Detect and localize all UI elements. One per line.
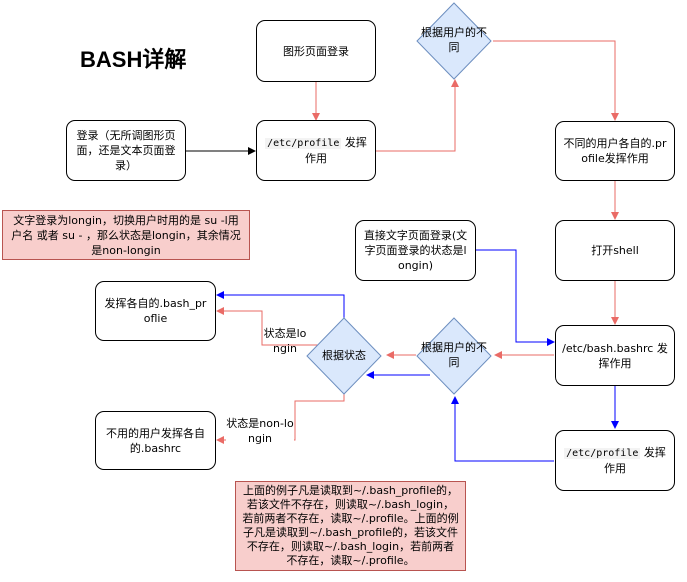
edge-label-longin-text: 状态是longin (263, 327, 307, 355)
page-title: BASH详解 (80, 47, 187, 72)
direct-text-login-node: 直接文字页面登录(文字页面登录的状态是longin) (355, 220, 476, 281)
etc-profile-node-bottom: /etc/profile 发挥作用 (555, 430, 675, 491)
edge-direct-to-bashrc (476, 249, 555, 346)
bashrc-per-user-node: 不用的用户发挥各自的.bashrc (95, 411, 216, 470)
profile-read-order-note: 上面的例子凡是读取到~/.bash_profile的，若该文件不存在，则读取~/… (235, 481, 466, 571)
etc-profile-top-text: 发挥作用 (305, 136, 367, 165)
state-decision-diamond: 根据状态 (306, 317, 382, 395)
etc-profile-bottom-label: /etc/profile 发挥作用 (562, 445, 668, 476)
edge-label-non-longin: 状态是non-longin (226, 416, 294, 446)
bashrc-per-user-label: 不用的用户发挥各自的.bashrc (106, 426, 205, 455)
login-label: 登录（无所调图形页面，还是文本页面登录） (76, 129, 176, 172)
etc-bashrc-node: /etc/bash.bashrc 发挥作用 (555, 325, 675, 386)
longin-note: 文字登录为longin，切换用户时用的是 su -l用户名 或者 su - ，那… (2, 210, 250, 260)
graphical-login-node: 图形页面登录 (256, 20, 376, 82)
bash-profile-label: 发挥各自的.bash_proflie (104, 297, 207, 325)
user-profile-node: 不同的用户各自的.profile发挥作用 (555, 121, 675, 181)
user-decision-diamond-top: 根据用户的不同 (416, 2, 492, 80)
edge-label-non-longin-text: 状态是non-longin (226, 417, 294, 445)
etc-bashrc-label: /etc/bash.bashrc 发挥作用 (562, 341, 668, 370)
open-shell-label: 打开shell (591, 244, 639, 257)
edge-etcprofile-to-diamond (376, 79, 459, 152)
graphical-login-label: 图形页面登录 (283, 44, 349, 58)
diamond-top-label: 根据用户的不同 (421, 26, 487, 54)
profile-read-order-text: 上面的例子凡是读取到~/.bash_profile的，若该文件不存在，则读取~/… (242, 484, 459, 567)
edge-diamond-to-profile (493, 40, 619, 121)
state-diamond-label: 根据状态 (322, 348, 366, 362)
login-node: 登录（无所调图形页面，还是文本页面登录） (66, 120, 186, 181)
etc-profile-bottom-path: /etc/profile (564, 448, 641, 459)
etc-profile-node-top: /etc/profile 发挥作用 (256, 120, 376, 181)
longin-note-text: 文字登录为longin，切换用户时用的是 su -l用户名 或者 su - ，那… (11, 213, 241, 257)
direct-text-login-label: 直接文字页面登录(文字页面登录的状态是longin) (363, 229, 468, 272)
edge-label-longin: 状态是longin (262, 325, 308, 357)
etc-profile-bottom-text: 发挥作用 (604, 446, 666, 475)
user-decision-diamond-mid: 根据用户的不同 (416, 317, 492, 395)
edge-bottomprofile-to-diamond-mid (451, 396, 554, 462)
diamond-mid-label: 根据用户的不同 (421, 341, 487, 369)
bash-profile-node: 发挥各自的.bash_proflie (95, 281, 216, 341)
edge-bystate-to-bashprofile-red (216, 307, 330, 346)
open-shell-node: 打开shell (555, 220, 675, 281)
user-profile-label: 不同的用户各自的.profile发挥作用 (563, 137, 667, 165)
etc-profile-top-label: /etc/profile 发挥作用 (263, 135, 369, 166)
etc-profile-top-path: /etc/profile (265, 138, 342, 149)
